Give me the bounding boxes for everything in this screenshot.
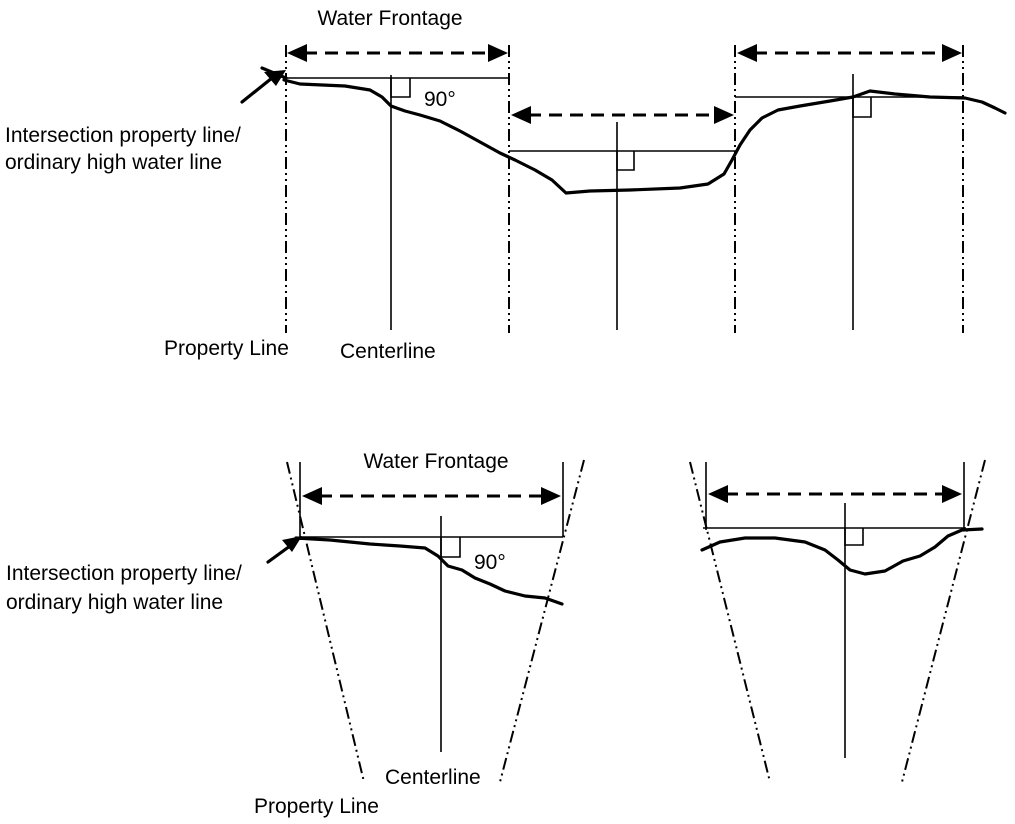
top-frontage-arrowhead-2a <box>511 106 531 124</box>
bottom-left-intersection-pointer-head <box>282 536 302 552</box>
top-frontage-arrowhead-3a <box>737 44 757 62</box>
bottom-left-frontage-label: Water Frontage <box>363 450 508 473</box>
top-right-angle-marker-1 <box>390 78 411 98</box>
bottom-left-centerline-label: Centerline <box>385 766 481 789</box>
bottom-left-intersection-label-line2: ordinary high water line <box>6 591 223 614</box>
top-frontage-label: Water Frontage <box>317 7 462 30</box>
top-shoreline <box>282 78 1007 195</box>
bottom-left-frontage-arrowhead-b <box>541 487 561 505</box>
bottom-left-angle-label: 90° <box>474 551 506 574</box>
top-right-angle-marker-2 <box>616 151 635 171</box>
bottom-left-diagram: Water Frontage 90° Intersection property… <box>6 450 585 818</box>
top-property-line-label: Property Line <box>164 337 289 360</box>
bottom-left-intersection-label-line1: Intersection property line/ <box>6 562 242 585</box>
bottom-right-property-line-left <box>689 461 771 783</box>
top-frontage-arrowhead-3b <box>942 44 962 62</box>
bottom-left-intersection-pointer <box>266 544 292 564</box>
bottom-left-property-line-right <box>499 459 585 783</box>
bottom-right-shoreline <box>700 527 984 576</box>
top-intersection-label-line1: Intersection property line/ <box>5 124 241 147</box>
top-intersection-label-line2: ordinary high water line <box>5 151 222 174</box>
bottom-left-property-line-left <box>286 461 365 783</box>
bottom-left-frontage-arrowhead-a <box>302 487 322 505</box>
top-diagram: Water Frontage 90° Intersection property… <box>5 7 1007 363</box>
bottom-right-property-line-right <box>901 459 986 783</box>
top-frontage-arrowhead-2b <box>714 106 734 124</box>
bottom-left-shoreline <box>294 536 564 606</box>
bottom-right-frontage-arrowhead-b <box>942 485 962 503</box>
top-intersection-pointer <box>240 76 274 104</box>
top-frontage-arrowhead-1a <box>287 44 307 62</box>
bottom-left-right-angle-marker <box>440 537 461 558</box>
bottom-right-diagram <box>689 459 986 783</box>
top-centerline-label: Centerline <box>340 340 436 363</box>
bottom-right-right-angle-marker <box>844 528 864 546</box>
bottom-right-frontage-arrowhead-a <box>708 485 728 503</box>
top-angle-label: 90° <box>424 88 456 111</box>
top-frontage-arrowhead-1b <box>488 44 508 62</box>
top-right-angle-marker-3 <box>852 97 872 118</box>
bottom-left-property-line-label: Property Line <box>254 795 379 818</box>
top-intersection-pointer-tail <box>260 66 288 80</box>
